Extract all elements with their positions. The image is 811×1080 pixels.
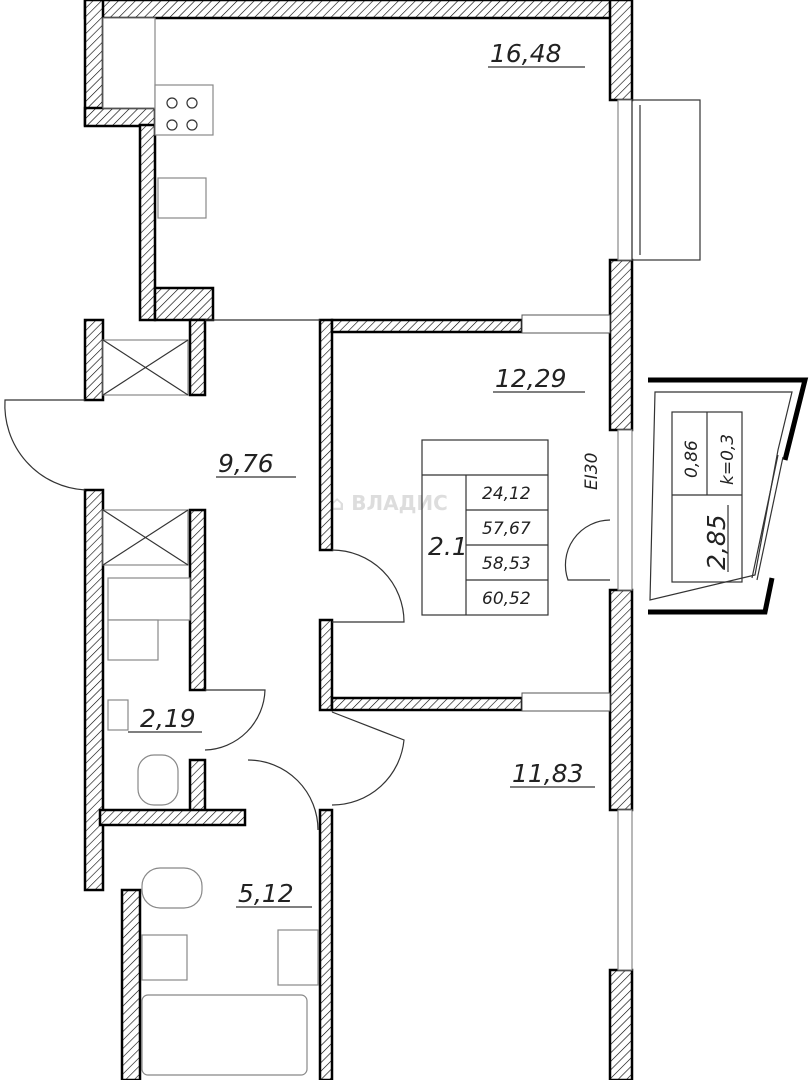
room-area-bathroom: 5,12 xyxy=(238,879,294,908)
stove-icon xyxy=(154,84,214,136)
loggia: 0,86 k=0,3 2,85 xyxy=(648,377,809,615)
washer-icon xyxy=(277,929,319,986)
windows xyxy=(617,99,701,971)
room-area-hallway: 9,76 xyxy=(218,449,274,478)
watermark-logo: ⌂ ВЛАДИС xyxy=(330,491,448,515)
room-labels: 16,48 12,29 9,76 2,19 5,12 11,83 xyxy=(128,39,595,908)
water-heater-icon xyxy=(107,577,191,621)
room-area-bedroom-2: 11,83 xyxy=(512,759,584,788)
living-area: 24,12 xyxy=(482,484,531,504)
doors: EI30 xyxy=(4,399,611,831)
sink-icon xyxy=(157,177,207,219)
washbasin-icon xyxy=(107,699,129,731)
loggia-raw-area: 0,86 xyxy=(682,440,702,478)
gross-area: 60,52 xyxy=(482,589,531,609)
room-area-kitchen-living: 16,48 xyxy=(490,39,562,68)
total-area-with-loggia: 58,53 xyxy=(482,554,531,574)
washbasin-icon xyxy=(141,934,188,981)
interior-walls xyxy=(98,123,611,1080)
loggia-coefficient: k=0,3 xyxy=(718,434,738,485)
fixtures xyxy=(102,17,319,1076)
total-area: 57,67 xyxy=(482,519,531,539)
toilet-icon xyxy=(141,867,203,909)
room-area-bedroom-1: 12,29 xyxy=(495,364,567,393)
exterior-walls xyxy=(83,0,634,1080)
bathtub-icon xyxy=(141,994,308,1076)
loggia-area: 2,85 xyxy=(702,514,731,570)
apartment-type: 2.1 xyxy=(428,532,468,561)
fridge-icon xyxy=(102,17,156,109)
toilet-icon xyxy=(137,754,179,806)
room-area-toilet: 2,19 xyxy=(140,704,196,733)
summary-table: 2.1 24,12 57,67 58,53 60,52 xyxy=(421,439,549,616)
door-fire-rating: EI30 xyxy=(582,453,602,490)
